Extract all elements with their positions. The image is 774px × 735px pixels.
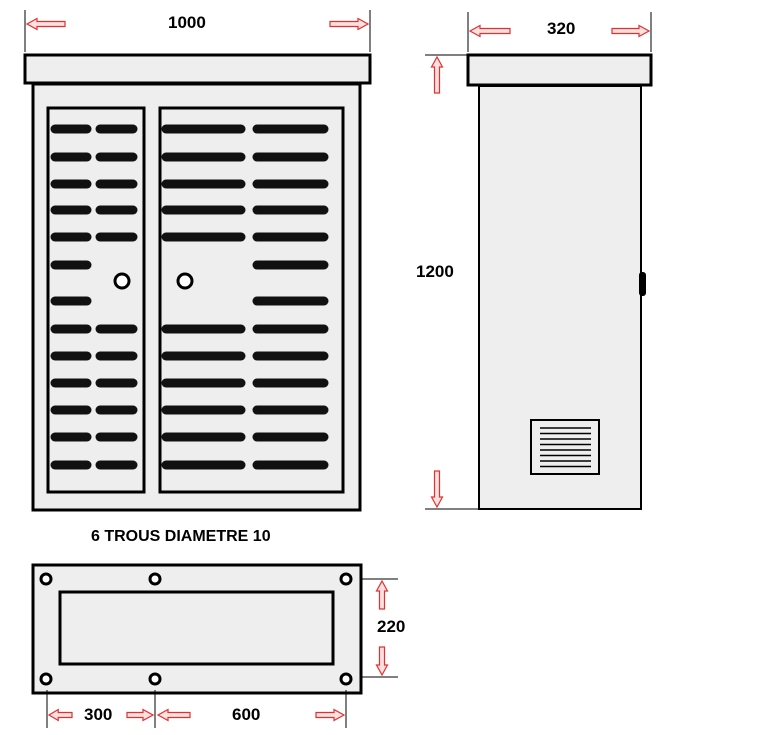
side-hinge <box>639 272 646 296</box>
side-view <box>425 12 653 510</box>
dimension-arrow <box>430 55 444 94</box>
dimension-arrow <box>156 708 191 722</box>
hole-spacing-left-label: 300 <box>84 705 113 724</box>
dimension-arrow <box>468 24 511 38</box>
holes-note: 6 TROUS DIAMETRE 10 <box>91 528 271 545</box>
side-roof <box>466 53 653 87</box>
dimension-arrow <box>25 17 66 31</box>
dimension-arrow <box>315 708 346 722</box>
left-door-lock <box>113 272 131 290</box>
dimension-arrow <box>375 579 389 610</box>
ventilation-slots <box>50 124 329 470</box>
base-depth-dimension-label: 220 <box>377 617 406 636</box>
dimension-arrows <box>25 17 651 722</box>
mounting-hole <box>39 572 53 586</box>
right-door-lock <box>176 272 194 290</box>
dimension-arrow <box>611 24 651 38</box>
dimension-arrow <box>329 17 370 31</box>
side-vent-grille <box>530 419 600 475</box>
base-view <box>31 563 398 728</box>
dimension-arrow <box>430 470 444 509</box>
dimension-arrow <box>126 708 155 722</box>
mounting-hole <box>148 672 162 686</box>
base-cutout <box>58 590 335 666</box>
depth-dimension-label: 320 <box>547 19 576 38</box>
height-dimension-label: 1200 <box>416 262 454 281</box>
dimension-arrow <box>47 708 73 722</box>
roof <box>23 53 372 85</box>
width-dimension-label: 1000 <box>168 13 206 32</box>
mounting-hole <box>339 672 353 686</box>
mounting-hole <box>39 672 53 686</box>
mounting-hole <box>148 572 162 586</box>
mounting-holes <box>39 572 353 686</box>
mounting-hole <box>339 572 353 586</box>
front-view <box>23 10 372 512</box>
hole-spacing-right-label: 600 <box>232 705 261 724</box>
dimension-arrow <box>375 646 389 677</box>
